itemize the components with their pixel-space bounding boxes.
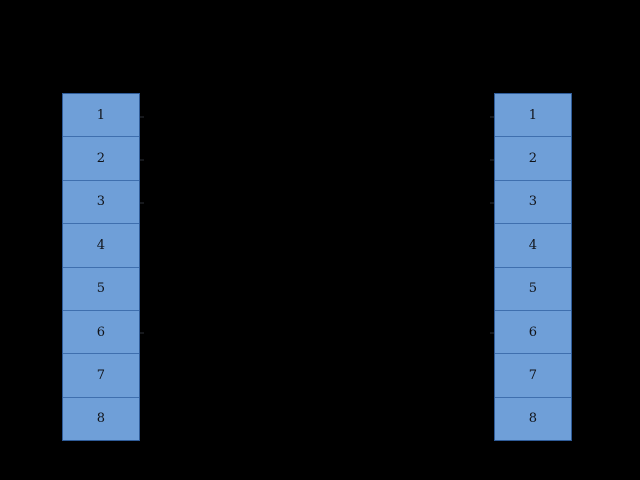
edge-stub-left-2 — [140, 159, 144, 161]
left-node-6[interactable]: 6 — [63, 310, 139, 355]
right-node-1[interactable]: 1 — [495, 94, 571, 138]
edge-stub-right-6 — [490, 332, 494, 334]
edge-stub-left-6 — [140, 332, 144, 334]
right-node-7[interactable]: 7 — [495, 354, 571, 398]
right-node-8[interactable]: 8 — [495, 397, 571, 440]
left-node-column: 1 2 3 4 5 6 7 8 — [62, 93, 140, 441]
right-node-5[interactable]: 5 — [495, 267, 571, 311]
left-node-4[interactable]: 4 — [63, 224, 139, 268]
right-node-3[interactable]: 3 — [495, 180, 571, 225]
edge-stub-right-2 — [490, 159, 494, 161]
edge-stub-right-3 — [490, 202, 494, 204]
edge-stub-right-1 — [490, 116, 494, 118]
right-node-column: 1 2 3 4 5 6 7 8 — [494, 93, 572, 441]
right-node-4[interactable]: 4 — [495, 224, 571, 268]
edge-stub-left-1 — [140, 116, 144, 118]
left-node-3[interactable]: 3 — [63, 180, 139, 225]
left-node-7[interactable]: 7 — [63, 354, 139, 398]
left-node-2[interactable]: 2 — [63, 137, 139, 181]
left-node-8[interactable]: 8 — [63, 397, 139, 440]
right-node-2[interactable]: 2 — [495, 137, 571, 181]
right-node-6[interactable]: 6 — [495, 310, 571, 355]
edge-stub-left-3 — [140, 202, 144, 204]
left-node-1[interactable]: 1 — [63, 94, 139, 138]
left-node-5[interactable]: 5 — [63, 267, 139, 311]
